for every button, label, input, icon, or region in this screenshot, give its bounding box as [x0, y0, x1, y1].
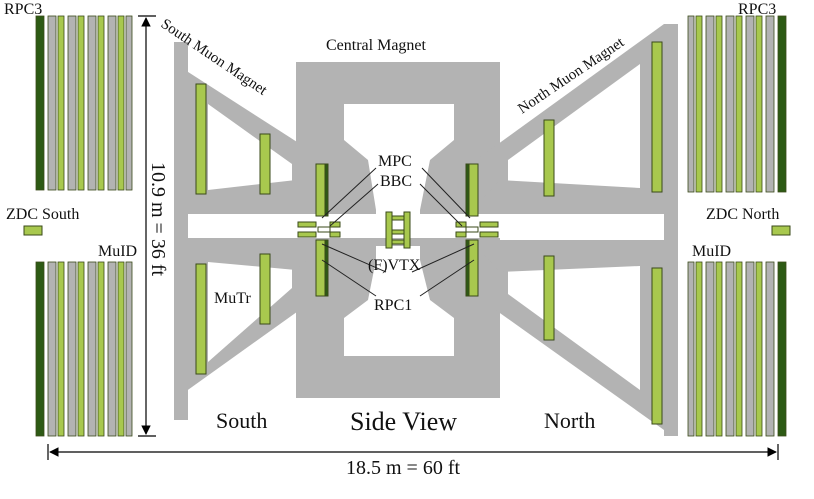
nosecones — [208, 180, 640, 272]
mutr-south — [195, 83, 271, 375]
rpc3-label-right: RPC3 — [738, 1, 776, 18]
zdc-south-label: ZDC South — [6, 206, 79, 223]
bbc-label: BBC — [380, 173, 412, 190]
rpc1-label: RPC1 — [374, 297, 412, 314]
rpc1-south — [315, 163, 329, 297]
zdc-south-box — [23, 225, 43, 236]
mpc-label: MPC — [378, 153, 412, 170]
central-magnet-label: Central Magnet — [326, 37, 427, 54]
muon-magnet-cutouts — [208, 64, 640, 390]
width-dimension-label: 18.5 m = 60 ft — [346, 457, 460, 479]
zdc-north-box — [771, 225, 791, 236]
beam-pipe — [317, 226, 479, 233]
south-label: South — [216, 408, 267, 433]
muid-south-top — [35, 15, 133, 191]
muid-label-left: MuID — [98, 243, 137, 260]
rpc1-north — [465, 163, 479, 297]
zdc-north-label: ZDC North — [706, 206, 779, 223]
height-dimension-label: 10.9 m = 36 ft — [147, 162, 169, 276]
rpc3-label-left: RPC3 — [4, 1, 42, 18]
leader-lines — [321, 167, 475, 297]
muid-north-bottom — [687, 261, 787, 437]
north-muon-magnet — [476, 24, 678, 436]
mpc-bbc-south — [297, 221, 341, 238]
mutr-label: MuTr — [214, 290, 251, 307]
muid-label-right: MuID — [692, 243, 731, 260]
fvtx-label: (F)VTX — [368, 257, 421, 274]
central-magnet-cavity — [344, 104, 454, 356]
muid-south-bottom — [35, 261, 133, 437]
mutr-north — [543, 41, 663, 425]
side-view-label: Side View — [350, 407, 457, 436]
fvtx — [385, 211, 411, 249]
north-label: North — [544, 408, 595, 433]
muid-north-top — [687, 15, 787, 193]
